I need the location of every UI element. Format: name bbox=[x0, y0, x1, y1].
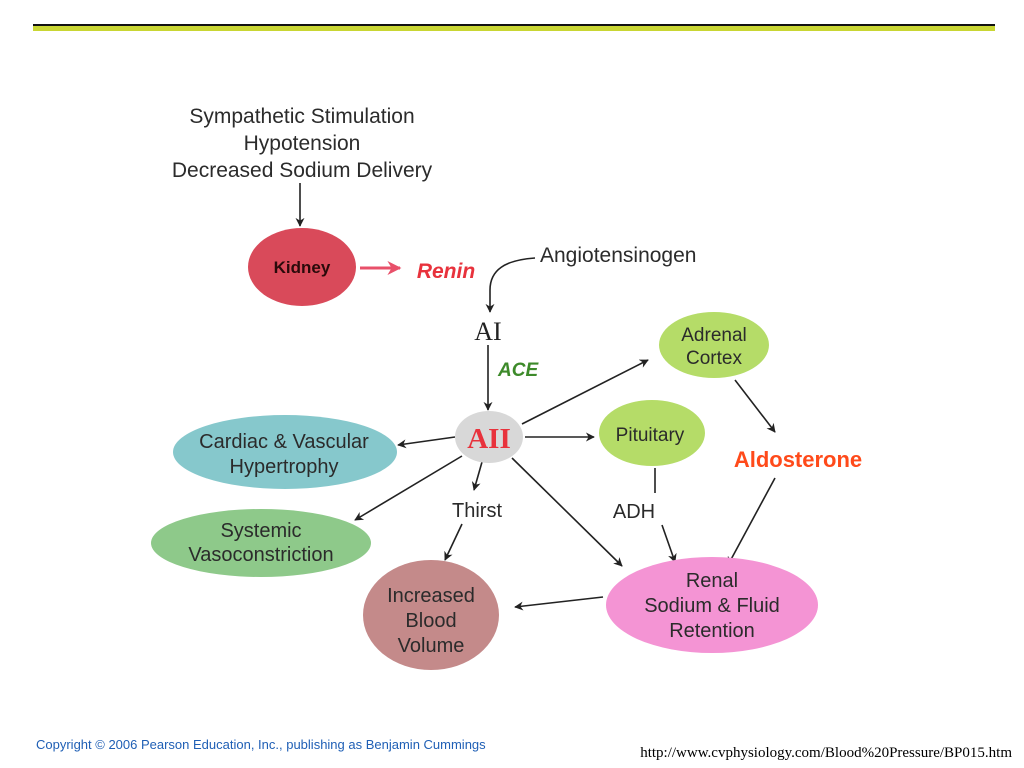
thirst-label: Thirst bbox=[452, 500, 502, 522]
arrow-aldosterone-renal bbox=[727, 477, 776, 566]
systemic-label-line2: Vasoconstriction bbox=[188, 544, 333, 566]
copyright-notice: Copyright © 2006 Pearson Education, Inc.… bbox=[36, 737, 486, 752]
angiotensinogen-label: Angiotensinogen bbox=[540, 244, 696, 267]
cardiac-hypertrophy-node bbox=[173, 415, 397, 489]
raas-diagram: Sympathetic Stimulation Hypotension Decr… bbox=[151, 105, 862, 670]
kidney-node bbox=[248, 228, 356, 306]
arrow-aii-cardiac bbox=[397, 436, 456, 449]
renal-line3: Retention bbox=[669, 620, 755, 642]
cardiac-label-line2: Hypertrophy bbox=[230, 456, 339, 478]
pituitary-label: Pituitary bbox=[616, 425, 685, 446]
arrow-aii-adrenal bbox=[521, 359, 649, 425]
systemic-vasoconstriction-node bbox=[151, 509, 371, 577]
aii-label: AII bbox=[467, 423, 511, 455]
arrow-aii-thirst bbox=[471, 461, 483, 491]
renal-retention-node bbox=[606, 557, 818, 653]
cardiac-label-line1: Cardiac & Vascular bbox=[199, 431, 369, 453]
ace-label: ACE bbox=[497, 360, 539, 381]
source-url[interactable]: http://www.cvphysiology.com/Blood%20Pres… bbox=[640, 745, 1012, 761]
arrow-adrenal-aldosterone bbox=[734, 379, 776, 433]
pituitary-node bbox=[599, 400, 705, 466]
adh-label: ADH bbox=[613, 501, 655, 523]
blood-volume-line3: Volume bbox=[398, 635, 465, 657]
blood-volume-line1: Increased bbox=[387, 585, 475, 607]
blood-volume-line2: Blood bbox=[405, 610, 456, 632]
arrow-adh-renal bbox=[661, 524, 677, 563]
aii-node bbox=[455, 411, 523, 463]
adrenal-label-line2: Cortex bbox=[686, 348, 742, 369]
renal-line1: Renal bbox=[686, 570, 738, 592]
stimulus-sympathetic: Sympathetic Stimulation bbox=[189, 105, 414, 128]
top-rule bbox=[33, 24, 995, 31]
stimulus-hypotension: Hypotension bbox=[244, 132, 361, 155]
renin-label: Renin bbox=[417, 260, 475, 283]
arrow-aii-systemic bbox=[354, 455, 463, 521]
renal-line2: Sodium & Fluid bbox=[644, 595, 780, 617]
kidney-label: Kidney bbox=[274, 258, 331, 277]
arrow-renal-volume bbox=[514, 596, 604, 611]
blood-volume-node bbox=[363, 560, 499, 670]
arrow-angiotensinogen-ai bbox=[485, 257, 536, 313]
aldosterone-label: Aldosterone bbox=[734, 447, 862, 472]
adrenal-cortex-node bbox=[659, 312, 769, 378]
arrow-thirst-volume bbox=[444, 523, 463, 561]
systemic-label-line1: Systemic bbox=[220, 520, 301, 542]
adrenal-label-line1: Adrenal bbox=[681, 325, 747, 346]
ai-label: AI bbox=[474, 317, 501, 346]
arrow-aii-renal bbox=[511, 457, 623, 567]
stimulus-sodium: Decreased Sodium Delivery bbox=[172, 159, 433, 182]
